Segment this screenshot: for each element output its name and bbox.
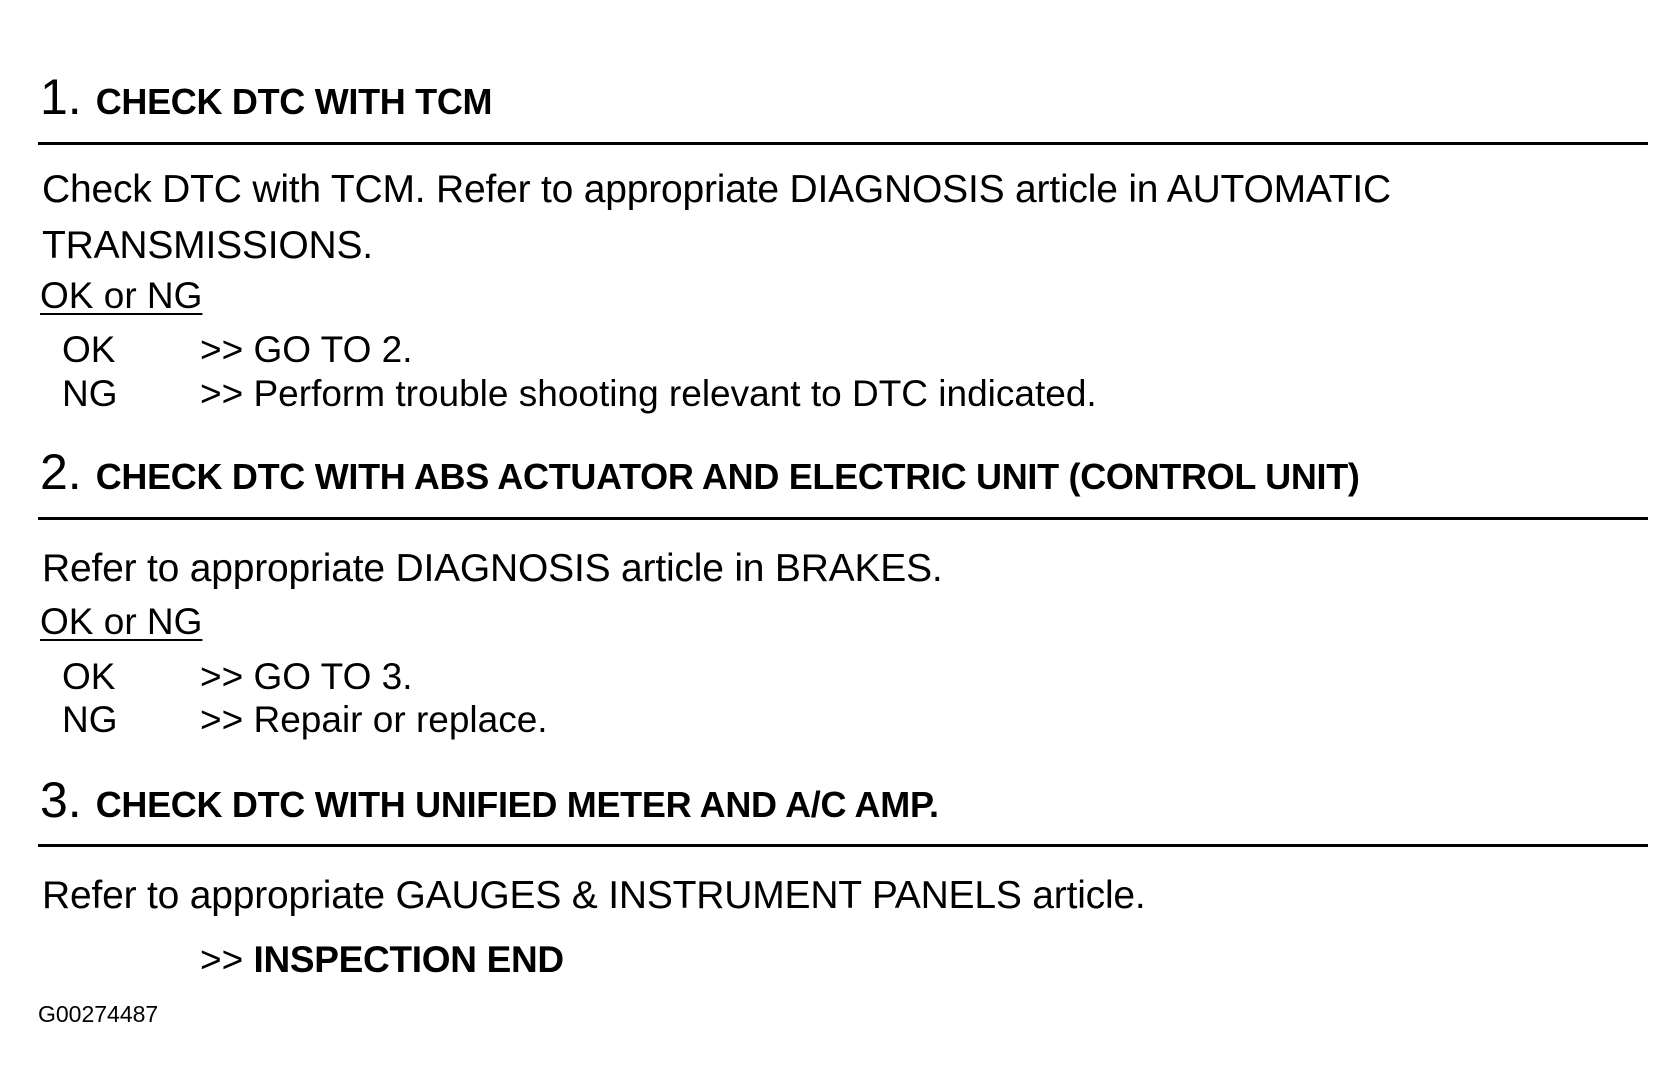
step-2-result-ok: OK >> GO TO 3. [62,655,413,699]
step-2-heading: 2. CHECK DTC WITH ABS ACTUATOR AND ELECT… [40,447,1360,497]
step-3-title: CHECK DTC WITH UNIFIED METER AND A/C AMP… [95,784,939,825]
figure-code: G00274487 [38,1001,159,1027]
result-action: >> GO TO 2. [200,329,413,370]
step-1-divider [38,142,1648,145]
step-2-divider [38,517,1648,520]
result-code: NG [62,699,118,740]
step-1-number: 1. [40,69,82,125]
step-2-okng-label: OK or NG [40,601,203,642]
step-3-number: 3. [40,772,82,828]
result-code: OK [62,329,116,370]
step-1-okng-label: OK or NG [40,275,203,316]
step-2-body-line-1: Refer to appropriate DIAGNOSIS article i… [42,547,943,590]
step-1-result-ng: NG >> Perform trouble shooting relevant t… [62,372,1097,416]
step-3-divider [38,844,1648,847]
step-3-final: >> INSPECTION END [200,938,564,982]
step-2-number: 2. [40,444,82,500]
step-1-body-line-2: TRANSMISSIONS. [42,224,373,267]
result-code: OK [62,656,116,697]
step-3-heading: 3. CHECK DTC WITH UNIFIED METER AND A/C … [40,775,939,825]
step-2-title: CHECK DTC WITH ABS ACTUATOR AND ELECTRIC… [95,456,1360,497]
final-arrow: >> [200,939,254,980]
result-code: NG [62,373,118,414]
result-action: >> Perform trouble shooting relevant to … [200,373,1097,414]
step-3-body-line-1: Refer to appropriate GAUGES & INSTRUMENT… [42,874,1146,917]
step-2-result-ng: NG >> Repair or replace. [62,698,548,742]
step-1-body-line-1: Check DTC with TCM. Refer to appropriate… [42,168,1392,211]
step-1-heading: 1. CHECK DTC WITH TCM [40,69,493,125]
step-1-title: CHECK DTC WITH TCM [95,81,493,122]
result-action: >> GO TO 3. [200,656,413,697]
result-action: >> Repair or replace. [200,699,548,740]
inspection-end: INSPECTION END [253,939,565,980]
step-1-result-ok: OK >> GO TO 2. [62,328,413,372]
